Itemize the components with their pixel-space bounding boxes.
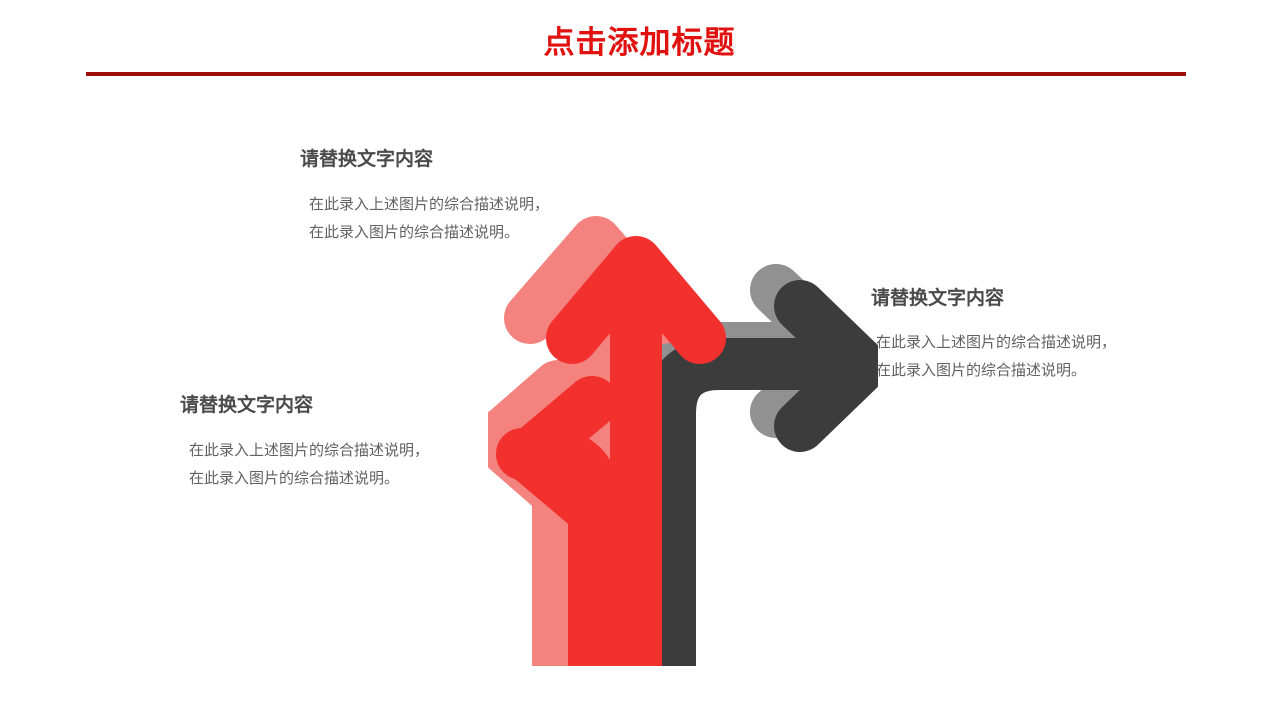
text-block-heading: 请替换文字内容 (871, 287, 1005, 309)
text-block-body: 在此录入上述图片的综合描述说明， 在此录入图片的综合描述说明。 (300, 190, 549, 246)
arrows-illustration (488, 216, 878, 666)
text-block-body-line-1: 在此录入上述图片的综合描述说明， (876, 333, 1117, 351)
text-block-top-left: 请替换文字内容 在此录入上述图片的综合描述说明， 在此录入图片的综合描述说明。 (300, 146, 549, 246)
right-arrow (644, 280, 878, 666)
text-block-body-line-1: 在此录入上述图片的综合描述说明， (309, 195, 550, 213)
text-block-heading: 请替换文字内容 (300, 148, 434, 170)
page-title: 点击添加标题 (543, 25, 736, 61)
three-branching-arrows-graphic (488, 188, 878, 666)
text-block-bottom-left: 请替换文字内容 在此录入上述图片的综合描述说明， 在此录入图片的综合描述说明。 (180, 392, 429, 492)
text-block-right: 请替换文字内容 在此录入上述图片的综合描述说明， 在此录入图片的综合描述说明。 (871, 285, 1116, 384)
text-block-body: 在此录入上述图片的综合描述说明， 在此录入图片的综合描述说明。 (180, 436, 429, 492)
title-divider (86, 72, 1186, 76)
text-block-body: 在此录入上述图片的综合描述说明， 在此录入图片的综合描述说明。 (871, 328, 1116, 384)
text-block-body-line-1: 在此录入上述图片的综合描述说明， (189, 441, 430, 459)
text-block-heading: 请替换文字内容 (180, 394, 314, 416)
text-block-body-line-2: 在此录入图片的综合描述说明。 (876, 361, 1087, 379)
left-arrow (496, 376, 620, 666)
text-block-body-line-2: 在此录入图片的综合描述说明。 (189, 469, 400, 487)
text-block-body-line-2: 在此录入图片的综合描述说明。 (309, 223, 520, 241)
up-arrow (546, 236, 726, 666)
